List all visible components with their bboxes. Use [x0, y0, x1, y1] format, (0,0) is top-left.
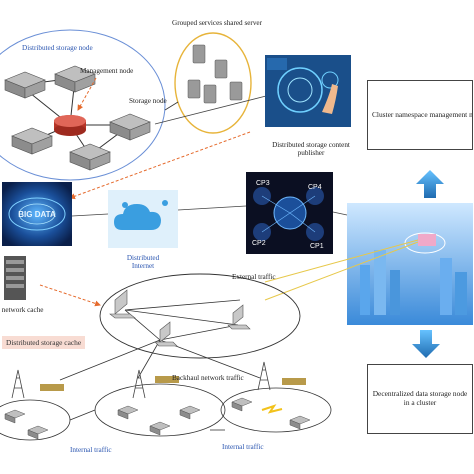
- right-cell-ellipse: [220, 387, 332, 433]
- cell-towers: [11, 361, 271, 399]
- content-publisher-label: Distributed storage content publisher: [272, 141, 350, 158]
- up-arrow: [416, 170, 444, 198]
- tower-antennas: [40, 376, 306, 391]
- lightning-icon: [261, 404, 283, 414]
- distributed-internet-label: Distributed Internet: [126, 254, 160, 271]
- distributed-storage-node-label: Distributed storage node: [22, 44, 93, 52]
- core-network-cache-server: [4, 256, 26, 300]
- laptops: [109, 289, 251, 347]
- shared-server-ellipse: [174, 32, 252, 134]
- network-links: [59, 299, 261, 381]
- content-providers-image: [246, 172, 333, 254]
- storage-node-ellipse: [0, 29, 166, 181]
- storage-server-group: [4, 65, 151, 171]
- big-data-text: BIG DATA: [18, 210, 56, 219]
- cp2-label: CP2: [252, 240, 266, 247]
- cache-to-net-arrow: [39, 284, 101, 307]
- shared-server-label: Grouped services shared server: [172, 19, 263, 27]
- decentralized-cluster-image: [347, 203, 473, 325]
- publisher-to-bigdata-arrow: [69, 131, 251, 200]
- distributed-internet-image: [108, 190, 178, 248]
- management-arrow: [77, 77, 97, 111]
- management-node-label: Management node: [80, 67, 134, 75]
- cell-routers: [4, 397, 311, 440]
- cp4-label: CP4: [308, 184, 322, 191]
- external-traffic-label: External traffic: [232, 273, 276, 281]
- down-arrow: [412, 330, 440, 358]
- network-ellipse: [99, 273, 301, 359]
- cp1-label: CP1: [310, 243, 324, 250]
- core-network-cache-label: Core network cache: [0, 306, 44, 314]
- internal-traffic-right-label: Internal traffic: [222, 443, 264, 451]
- storage-node-label: Storage node: [129, 97, 167, 105]
- backhaul-traffic-label: Backhaul network traffic: [172, 374, 244, 382]
- decentralized-storage-box: Decentralized data storage node in a clu…: [367, 364, 473, 434]
- big-data-image: [2, 182, 72, 246]
- cp3-label: CP3: [256, 180, 270, 187]
- shared-server-icons: [187, 44, 243, 104]
- content-publisher-image: [265, 55, 351, 127]
- internal-traffic-left-label: Internal traffic: [70, 446, 112, 454]
- cluster-namespace-box: Cluster namespace management node: [367, 80, 473, 150]
- distributed-storage-cache-label: Distributed storage cache: [2, 336, 86, 349]
